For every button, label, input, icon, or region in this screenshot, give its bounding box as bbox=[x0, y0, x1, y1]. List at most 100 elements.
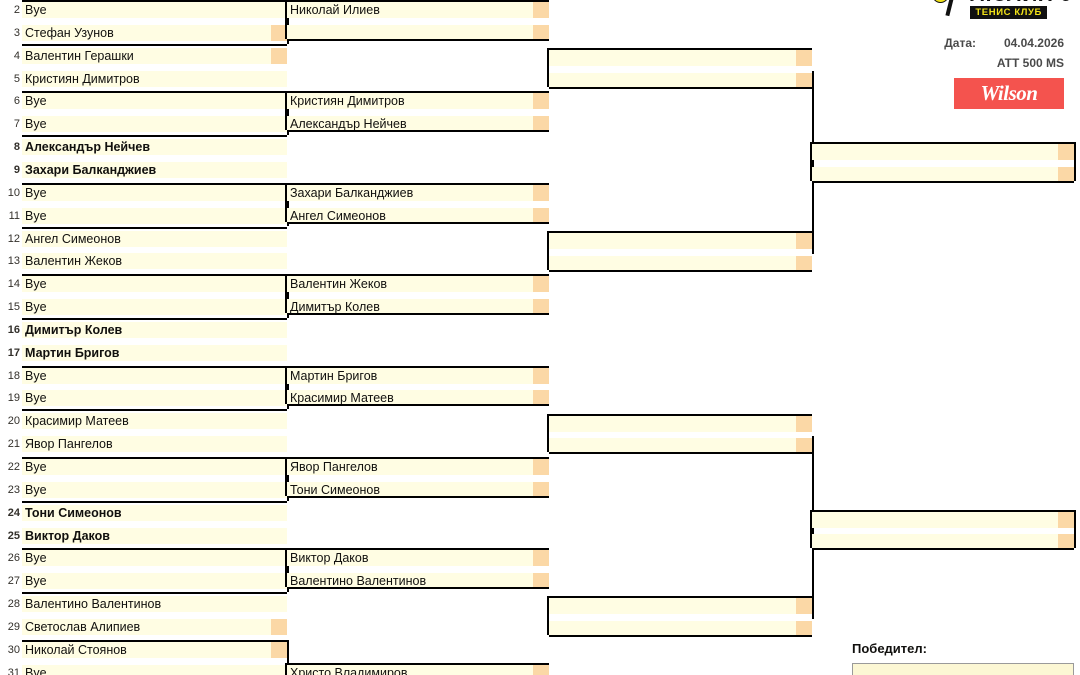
bracket-slot bbox=[22, 299, 287, 316]
bracket-slot bbox=[287, 276, 549, 293]
bracket-line-h bbox=[22, 639, 287, 642]
score-box[interactable] bbox=[533, 276, 549, 293]
player-name[interactable]: Захари Балканджиев bbox=[290, 185, 414, 200]
score-box[interactable] bbox=[1058, 534, 1074, 551]
player-name[interactable]: Димитър Колев bbox=[25, 322, 123, 337]
player-name[interactable]: Bye bbox=[25, 574, 47, 589]
player-name[interactable]: Bye bbox=[25, 277, 47, 292]
player-name[interactable]: Александър Нейчев bbox=[25, 140, 150, 155]
score-box[interactable] bbox=[533, 299, 549, 316]
score-box[interactable] bbox=[796, 415, 812, 432]
score-box[interactable] bbox=[796, 598, 812, 615]
player-name[interactable]: Тони Симеонов bbox=[25, 505, 122, 520]
bracket-slot bbox=[549, 49, 812, 66]
score-box[interactable] bbox=[533, 24, 549, 41]
score-box[interactable] bbox=[271, 641, 287, 658]
club-logo: ЛЮЛИН 6 ТЕНИС КЛУБ bbox=[932, 0, 1072, 20]
player-name[interactable]: Ангел Симеонов bbox=[25, 231, 121, 246]
player-name[interactable]: Кристиян Димитров bbox=[290, 94, 405, 109]
score-box[interactable] bbox=[796, 438, 812, 455]
bracket-slot bbox=[22, 504, 287, 521]
player-name[interactable]: Bye bbox=[25, 208, 47, 223]
player-name[interactable]: Bye bbox=[25, 551, 47, 566]
player-name[interactable]: Александър Нейчев bbox=[290, 117, 407, 132]
player-name[interactable]: Светослав Алипиев bbox=[25, 619, 141, 634]
player-name[interactable]: Валентин Жеков bbox=[290, 277, 388, 292]
score-box[interactable] bbox=[271, 24, 287, 41]
score-box[interactable] bbox=[796, 621, 812, 638]
player-name[interactable]: Красимир Матеев bbox=[290, 391, 394, 406]
score-box[interactable] bbox=[533, 390, 549, 407]
score-box[interactable] bbox=[1058, 143, 1074, 160]
score-box[interactable] bbox=[533, 93, 549, 110]
player-name[interactable]: Виктор Даков bbox=[290, 551, 369, 566]
bracket-line-v bbox=[1074, 141, 1076, 181]
player-name[interactable]: Bye bbox=[25, 368, 47, 383]
bracket-slot bbox=[22, 390, 287, 407]
player-name[interactable]: Bye bbox=[25, 185, 47, 200]
bracket-slot bbox=[549, 255, 812, 272]
score-box[interactable] bbox=[796, 255, 812, 272]
player-name[interactable]: Явор Пангелов bbox=[290, 460, 378, 474]
bracket-line-h bbox=[287, 548, 549, 551]
player-name[interactable]: Валентин Жеков bbox=[25, 254, 123, 269]
player-name[interactable]: Bye bbox=[25, 117, 47, 132]
score-box[interactable] bbox=[271, 47, 287, 64]
player-name[interactable]: Христо Владимиров bbox=[290, 665, 408, 675]
bracket-slot bbox=[287, 459, 549, 475]
player-name[interactable]: Ангел Симеонов bbox=[290, 208, 386, 223]
player-name[interactable]: Bye bbox=[25, 3, 47, 17]
score-box[interactable] bbox=[533, 367, 549, 384]
player-name[interactable]: Bye bbox=[25, 482, 47, 497]
score-box[interactable] bbox=[796, 232, 812, 249]
player-name[interactable]: Тони Симеонов bbox=[290, 482, 380, 497]
club-name: ЛЮЛИН 6 bbox=[970, 0, 1072, 5]
score-box[interactable] bbox=[1058, 511, 1074, 528]
score-box[interactable] bbox=[796, 72, 812, 89]
bracket-line-h bbox=[287, 221, 549, 224]
player-name[interactable]: Захари Балканджиев bbox=[25, 162, 157, 177]
bracket-line-h bbox=[287, 587, 549, 590]
player-name[interactable]: Николай Илиев bbox=[290, 3, 380, 17]
player-name[interactable]: Bye bbox=[25, 391, 47, 406]
score-box[interactable] bbox=[533, 207, 549, 224]
player-name[interactable]: Мартин Бригов bbox=[290, 368, 378, 383]
score-box[interactable] bbox=[533, 116, 549, 133]
score-box[interactable] bbox=[533, 2, 549, 18]
score-box[interactable] bbox=[271, 618, 287, 635]
player-name[interactable]: Валентино Валентинов bbox=[25, 597, 162, 612]
bracket-line-h bbox=[22, 409, 287, 412]
score-box[interactable] bbox=[533, 664, 549, 675]
winner-input[interactable] bbox=[852, 663, 1074, 675]
score-box[interactable] bbox=[1058, 166, 1074, 183]
player-name[interactable]: Bye bbox=[25, 94, 47, 109]
player-name[interactable]: Валентин Герашки bbox=[25, 48, 134, 63]
score-box[interactable] bbox=[533, 550, 549, 567]
score-box[interactable] bbox=[533, 459, 549, 475]
score-box[interactable] bbox=[533, 573, 549, 590]
score-box[interactable] bbox=[533, 184, 549, 201]
player-name[interactable]: Димитър Колев bbox=[290, 300, 380, 315]
score-box[interactable] bbox=[533, 481, 549, 498]
player-name[interactable]: Николай Стоянов bbox=[25, 642, 127, 657]
player-name[interactable]: Виктор Даков bbox=[25, 528, 110, 543]
bracket-line-v bbox=[285, 365, 287, 405]
player-name[interactable]: Bye bbox=[25, 460, 47, 474]
bracket-line-h bbox=[549, 635, 812, 638]
score-box[interactable] bbox=[796, 49, 812, 66]
row-number: 30 bbox=[7, 643, 20, 656]
bracket-slot bbox=[287, 299, 549, 316]
player-name[interactable]: Bye bbox=[25, 300, 47, 315]
bracket-line-v bbox=[547, 47, 549, 87]
player-name[interactable]: Стефан Узунов bbox=[25, 25, 114, 40]
bracket-slot bbox=[22, 344, 287, 361]
bracket-line-h bbox=[287, 274, 549, 277]
player-name[interactable]: Явор Пангелов bbox=[25, 437, 113, 452]
player-name[interactable]: Валентино Валентинов bbox=[290, 574, 427, 589]
bracket-slot bbox=[22, 527, 287, 544]
player-name[interactable]: Красимир Матеев bbox=[25, 414, 129, 429]
player-name[interactable]: Мартин Бригов bbox=[25, 345, 120, 360]
player-name[interactable]: Bye bbox=[25, 665, 47, 675]
bracket-slot bbox=[549, 415, 812, 432]
player-name[interactable]: Кристиян Димитров bbox=[25, 71, 140, 86]
